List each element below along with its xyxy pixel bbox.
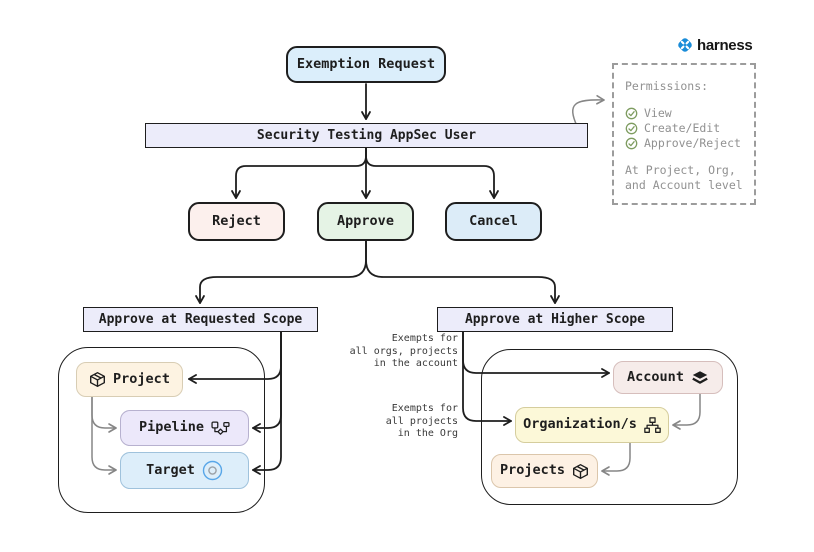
higher-scope-container bbox=[481, 349, 738, 505]
node-pipeline: Pipeline bbox=[120, 410, 249, 446]
check-circle-icon bbox=[625, 122, 638, 135]
permission-label: Create/Edit bbox=[644, 121, 721, 135]
permission-label: Approve/Reject bbox=[644, 136, 741, 150]
cube-icon bbox=[572, 463, 589, 480]
node-label: Pipeline bbox=[138, 419, 205, 436]
node-target: Target bbox=[120, 452, 249, 489]
node-label: Account bbox=[627, 368, 684, 385]
node-label: Cancel bbox=[469, 212, 518, 229]
node-label: Approve at Higher Scope bbox=[464, 312, 645, 327]
node-security-testing-appsec-user: Security Testing AppSec User bbox=[145, 123, 588, 148]
permissions-title: Permissions: bbox=[625, 79, 709, 93]
permission-item: View bbox=[625, 106, 754, 121]
node-exemption-request: Exemption Request bbox=[286, 46, 446, 83]
node-label: Approve bbox=[337, 212, 394, 229]
node-label: Approve at Requested Scope bbox=[98, 312, 303, 327]
node-label: Project bbox=[113, 370, 170, 387]
harness-logo-icon bbox=[676, 36, 694, 54]
edge-gate-to-cancel bbox=[365, 147, 499, 199]
edge-gate-to-reject bbox=[231, 147, 367, 199]
annotation-exempts-org: Exempts for all projects in the Org bbox=[385, 403, 458, 439]
node-label: Target bbox=[146, 461, 195, 478]
node-label: Projects bbox=[499, 462, 566, 479]
node-reject: Reject bbox=[188, 202, 285, 241]
node-label: Reject bbox=[212, 212, 261, 229]
node-approve-at-higher-scope: Approve at Higher Scope bbox=[437, 307, 673, 332]
annotation-exempts-account: Exempts for all orgs, projects in the ac… bbox=[349, 333, 458, 369]
edge-approve-to-higher-scope bbox=[365, 240, 560, 304]
permission-item: Create/Edit bbox=[625, 121, 754, 136]
layers-icon bbox=[691, 370, 709, 386]
org-chart-icon bbox=[644, 416, 661, 434]
brand-name: harness bbox=[697, 36, 753, 54]
node-cancel: Cancel bbox=[445, 202, 542, 241]
target-icon bbox=[202, 460, 223, 481]
permissions-footer: At Project, Org, and Account level bbox=[625, 163, 743, 192]
brand-logo: harness bbox=[676, 36, 753, 54]
node-account: Account bbox=[613, 361, 723, 394]
pipeline-icon bbox=[211, 421, 230, 436]
node-project: Project bbox=[76, 362, 183, 397]
requested-scope-container bbox=[58, 347, 265, 513]
cube-icon bbox=[89, 371, 106, 388]
check-circle-icon bbox=[625, 137, 638, 150]
permission-label: View bbox=[644, 106, 672, 120]
edge-approve-to-requested-scope bbox=[195, 240, 367, 304]
node-label: Security Testing AppSec User bbox=[256, 128, 477, 143]
node-label: Organization/s bbox=[523, 416, 637, 433]
node-organizations: Organization/s bbox=[515, 407, 669, 443]
node-approve: Approve bbox=[317, 202, 414, 241]
permission-item: Approve/Reject bbox=[625, 136, 754, 151]
node-label: Exemption Request bbox=[296, 55, 436, 72]
node-projects: Projects bbox=[491, 454, 598, 488]
node-approve-at-requested-scope: Approve at Requested Scope bbox=[83, 307, 318, 332]
check-circle-icon bbox=[625, 107, 638, 120]
permissions-panel: Permissions: View Create/Edit bbox=[612, 63, 756, 205]
